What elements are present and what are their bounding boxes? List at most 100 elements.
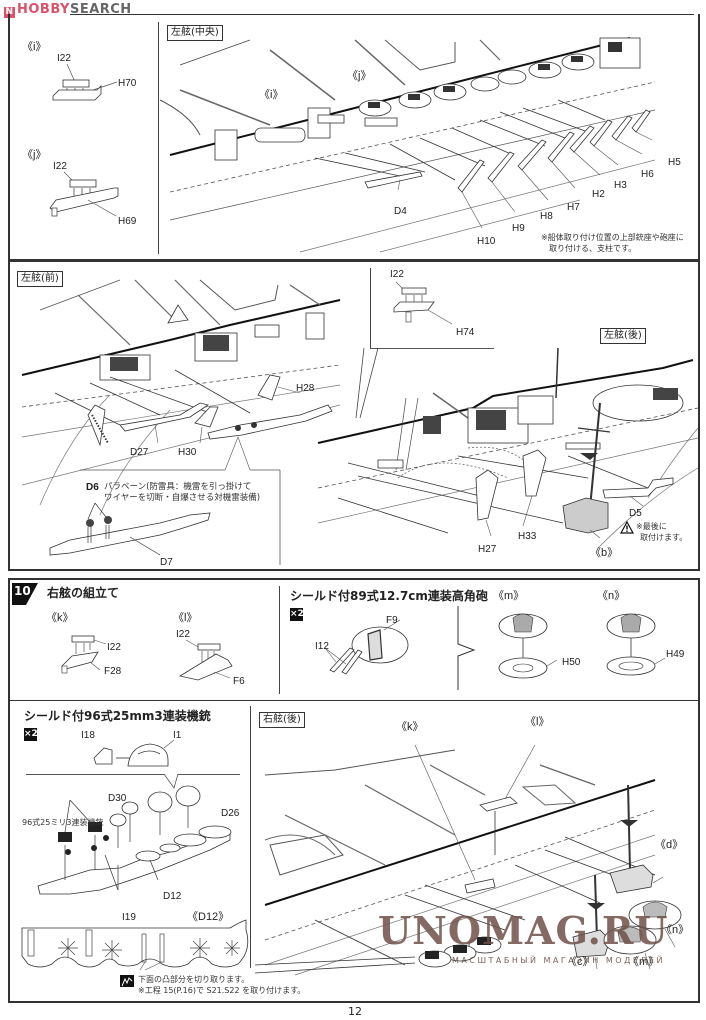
part-label-h8: H8 [540,211,553,222]
callout-l: 《l》 [525,716,550,728]
callout-k: 《k》 [396,721,424,733]
detail-k-label: 《k》 [46,612,74,624]
part-label-i22-j: I22 [53,161,67,172]
mg25-mount-diagram [37,785,232,895]
part-label-f28: F28 [104,666,122,677]
detail-m-label: 《m》 [493,590,525,602]
callout-j: 《j》 [347,70,372,82]
view-label-port-front: 左舷(前) [17,271,63,287]
callout-b: 《b》 [590,547,619,559]
part-label-h2: H2 [592,189,605,200]
detail-j-label: 《j》 [22,149,47,161]
part-label-d30: D30 [108,793,127,804]
mg25-callout-pointer [163,773,179,789]
callout-c: 《c》 [566,956,594,968]
middle-section-frame [8,261,700,571]
header-rule [70,14,694,15]
part-label-d7: D7 [160,557,173,568]
detail-k-diagram [61,635,107,674]
cut-tool-icon [120,975,134,987]
detail-l-diagram [178,639,233,681]
detail-i-label: 《i》 [22,41,47,53]
part-label-h27: H27 [478,544,497,555]
multiplier-badge-mg25: ×2 [24,728,38,741]
step10-divider-h [8,700,700,701]
part-label-h28: H28 [296,383,315,394]
detail-l-label: 《l》 [173,612,198,624]
multiplier-badge-gun127: ×2 [290,608,304,621]
view-label-port-center: 左舷(中央) [167,25,223,41]
step-number: 10 [14,584,31,598]
callout-m: 《m》 [628,956,660,968]
part-label-h30: H30 [178,447,197,458]
port-rear-ship-diagram [317,347,699,549]
view-label-starboard-rear: 右舷(後) [259,712,305,728]
d12-detail-label: 《D12》 [187,911,230,923]
mg25-shield-diagram [93,739,175,767]
part-label-d4: D4 [394,206,407,217]
warning-icon [619,520,635,534]
paravane-description: パラベーン(防雷具：機雷を引っ掛けて ワイヤーを切断・自爆させる対機雷装備) [104,482,261,503]
detail-j-diagram [49,171,119,217]
part-label-h49: H49 [666,649,685,660]
part-label-i22-l: I22 [176,629,190,640]
step10-title: 右舷の組立て [47,586,120,600]
part-label-d5: D5 [629,508,642,519]
gun127-title: シールド付89式12.7cm連装高角砲 [290,589,488,603]
part-label-h74: H74 [456,327,475,338]
step-number-badge [12,583,38,605]
callout-i: 《i》 [259,89,284,101]
part-label-f6: F6 [233,676,245,687]
part-label-i22-k: I22 [107,642,121,653]
step10-divider-2 [250,706,251,968]
part-label-i22: I22 [57,53,71,64]
cut-note: 下面の凸部分を切り取ります。 ※工程 15(P.16)で S21.S22 を取り… [138,975,306,995]
port-center-ship-diagram [159,37,656,253]
d12-underside-diagram [21,919,249,971]
watermark-logo: UNOMAG.RU [378,908,669,953]
part-label-h33: H33 [518,531,537,542]
part-label-h50: H50 [562,657,581,668]
bracket-separator [457,606,476,690]
part-label-i22-h74: I22 [390,269,404,280]
turret-m-diagram [498,613,558,679]
part-label-h5: H5 [668,157,681,168]
starboard-rear-ship-diagram [254,744,682,976]
part-label-i12: I12 [315,641,329,652]
detail-n-label: 《n》 [597,590,626,602]
mg25-title: シールド付96式25mm3連装機銃 [24,709,211,723]
inset-h74-border [370,268,371,348]
part-label-d26: D26 [221,808,240,819]
top-note: ※船体取り付け位置の上部銃座や砲座に 取り付ける、支柱です。 [541,233,684,253]
part-label-i18: I18 [81,730,95,741]
watermark-subtitle: МАСШТАБНЫЙ МАГАЗИН МОДЕЛЕЙ [452,956,665,965]
view-label-port-rear: 左舷(後) [600,328,646,344]
part-label-f9: F9 [386,615,398,626]
part-label-d6: D6 [86,482,99,493]
step10-frame [8,578,700,1003]
mg25-gun-label: 96式25ミリ3連装機銃 [22,818,104,827]
page-number: 12 [348,1005,362,1018]
part-label-h9: H9 [512,223,525,234]
part-label-h70: H70 [118,78,137,89]
part-label-h7: H7 [567,202,580,213]
part-label-i19: I19 [122,912,136,923]
gun127-assembly-diagram [324,619,409,675]
warning-note: ※最後に 取付けます。 [636,522,688,542]
inset-h74-bottom [370,348,494,349]
inset-h74-diagram [393,281,453,325]
step10-divider-1 [279,586,280,694]
logo-mark-icon: N [4,7,15,18]
callout-d: 《d》 [655,839,684,851]
top-section-divider [158,22,159,254]
part-label-d27: D27 [130,447,149,458]
top-section-frame [8,14,700,261]
mg25-rule [26,774,240,775]
callout-n: 《n》 [661,924,690,936]
part-label-i1: I1 [173,730,182,741]
part-label-h3: H3 [614,180,627,191]
detail-i-diagram [52,63,118,101]
part-label-d12: D12 [163,891,182,902]
part-label-h6: H6 [641,169,654,180]
